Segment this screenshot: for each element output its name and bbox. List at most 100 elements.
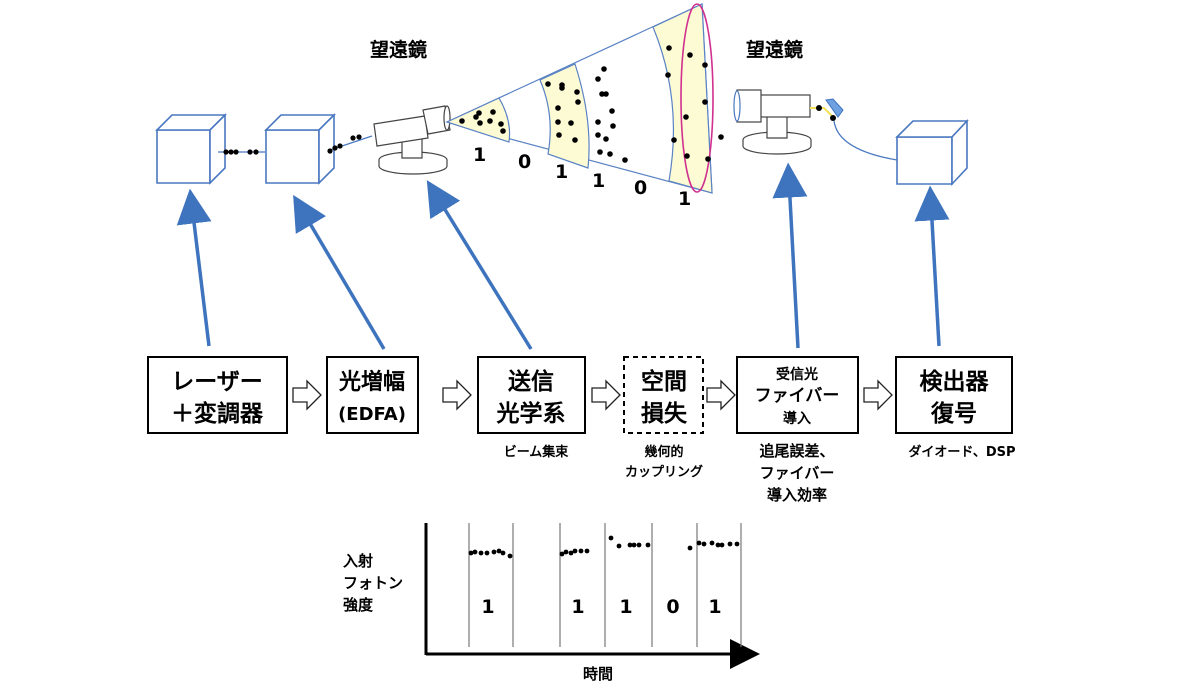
process-block-edfa — [326, 356, 419, 434]
photon-dot — [645, 542, 651, 548]
photon-dot — [666, 45, 672, 51]
block-line: 復号 — [930, 400, 977, 427]
photon-dot — [597, 149, 603, 155]
pointer-arrow-detector — [914, 185, 950, 347]
process-block-space-loss — [623, 356, 704, 434]
photon-dot — [568, 120, 574, 126]
photon-dot — [603, 136, 609, 142]
laser-cube-icon — [155, 113, 227, 185]
slot-bit: 1 — [481, 596, 494, 618]
pointer-arrow-rx-fiber — [772, 162, 808, 349]
photon-dot — [584, 548, 590, 554]
photon-dot — [684, 153, 690, 159]
beam-bit: 0 — [518, 151, 531, 173]
pointer-arrow-tx-optics — [426, 180, 533, 350]
block-note: カップリング — [625, 464, 703, 480]
photon-dot — [636, 542, 642, 548]
amplifier-cube-icon — [264, 113, 336, 185]
photon-dot — [568, 550, 574, 556]
photon-dot — [702, 99, 708, 105]
photon-dot — [574, 89, 580, 95]
photon-dot — [687, 545, 693, 551]
photon-dot — [473, 114, 479, 120]
beam-bit: 1 — [473, 144, 486, 166]
tx-telescope-icon — [373, 105, 451, 175]
block-line: ＋変調器 — [171, 400, 264, 427]
flow-arrow-icon — [442, 379, 472, 411]
block-line: 検出器 — [920, 369, 990, 395]
block-note: ビーム集束 — [504, 444, 570, 460]
photon-dot — [603, 91, 609, 97]
photon-dot — [595, 76, 601, 82]
photon-dot — [545, 81, 551, 87]
process-block-laser — [147, 356, 288, 434]
photon-dot — [555, 119, 561, 125]
receiver-aperture-ring — [680, 3, 714, 193]
photon-dot — [687, 52, 693, 58]
block-line: レーザー — [171, 369, 263, 395]
photon-dot — [575, 99, 581, 105]
photon-dot — [696, 540, 702, 546]
slot-bit: 0 — [666, 596, 679, 618]
beam-bit: 1 — [555, 161, 568, 183]
photon-dot — [507, 553, 513, 559]
pointer-arrows — [176, 162, 950, 350]
photon-stream-1 — [218, 149, 265, 155]
photon-dot — [478, 550, 484, 556]
photon-dot — [476, 110, 482, 116]
detector-cube-icon — [895, 118, 969, 187]
photon-dot — [595, 132, 601, 138]
photon-dot — [616, 543, 622, 549]
rx-telescope-icon — [733, 89, 812, 155]
block-line: 光学系 — [496, 400, 566, 427]
tx-telescope-label: 望遠鏡 — [370, 38, 427, 61]
x-axis-label: 時間 — [583, 665, 613, 683]
photon-dot — [705, 156, 711, 162]
cone-photons — [459, 45, 724, 163]
photon-dot — [715, 542, 721, 548]
y-axis-label: 強度 — [343, 596, 374, 614]
photon-dot — [498, 121, 504, 127]
photon-dot — [609, 108, 615, 114]
block-note: ダイオード、DSP — [908, 444, 1015, 460]
photon-dot — [595, 119, 601, 125]
photon-stream-2 — [327, 134, 373, 154]
process-block-tx-optics — [477, 356, 586, 434]
photon-dot — [599, 91, 605, 97]
block-line: 送信 — [508, 368, 554, 395]
beam-bit: 1 — [592, 170, 605, 192]
block-line: 空間 — [641, 368, 687, 395]
photon-dot — [563, 549, 569, 555]
photon-dot — [484, 550, 490, 556]
beam-bit: 0 — [634, 177, 647, 199]
photon-dot — [727, 541, 733, 547]
pointer-arrow-laser — [176, 188, 212, 347]
pointer-arrow-edfa — [293, 194, 386, 350]
photon-dot — [572, 548, 578, 554]
photon-dot — [683, 114, 689, 120]
photon-dot — [578, 548, 584, 554]
flow-arrows — [292, 379, 893, 411]
photon-dot — [702, 62, 708, 68]
photon-dot — [500, 128, 506, 134]
photon-dot — [608, 535, 614, 541]
slot-bit: 1 — [571, 596, 584, 618]
photon-dot — [610, 123, 616, 129]
photon-dot — [496, 548, 502, 554]
photon-dot — [472, 549, 478, 555]
photon-timeline: 入射 フォトン 強度 時間 1 1 1 0 1 — [343, 523, 760, 683]
fiber-coupler-icon — [810, 98, 898, 161]
flow-arrow-icon — [706, 379, 736, 411]
photon-dot — [734, 541, 740, 547]
photon-dot — [572, 137, 578, 143]
photon-dot — [487, 118, 493, 124]
photon-dot — [555, 105, 561, 111]
photon-dot — [709, 540, 715, 546]
block-line: 光増幅 — [338, 369, 405, 395]
photon-dot — [500, 550, 506, 556]
block-note: ファイバー — [760, 464, 835, 482]
photon-dot — [607, 151, 613, 157]
photon-dot — [631, 542, 637, 548]
flow-arrow-icon — [591, 379, 621, 411]
